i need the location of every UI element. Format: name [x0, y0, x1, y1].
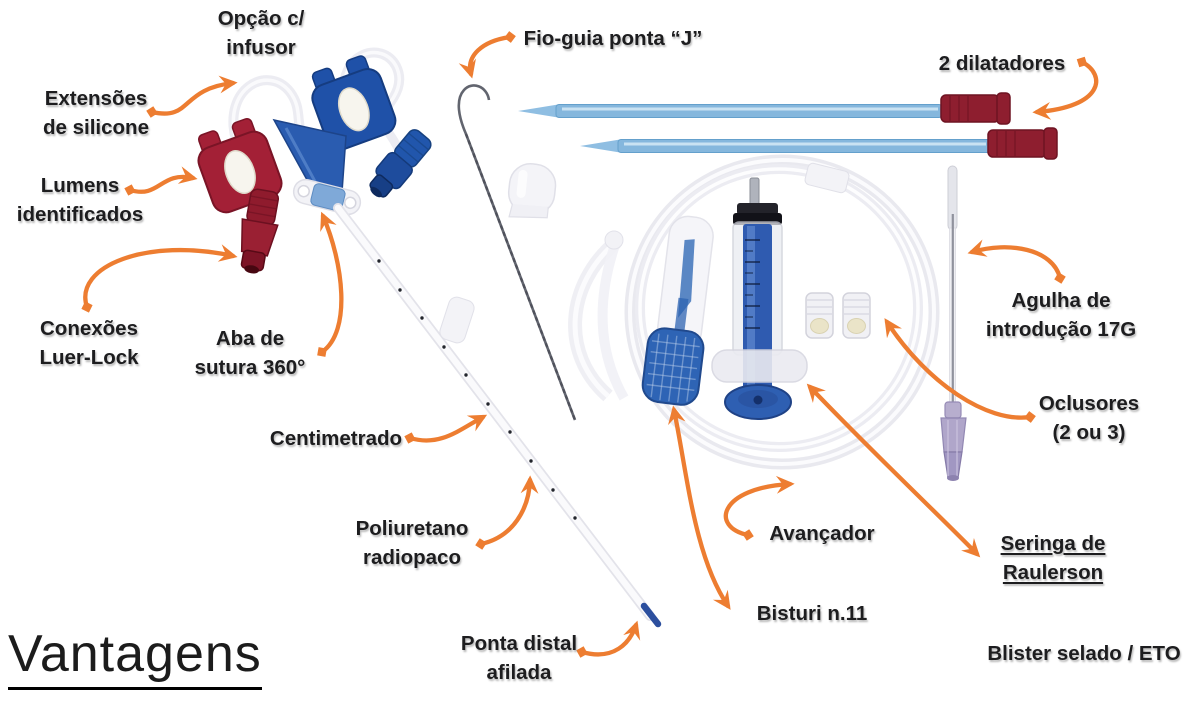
- arrow-aba-de-sutura: [317, 211, 344, 357]
- label-agulha-introducao-17g: Agulha de introdução 17G: [985, 289, 1137, 342]
- blue-lumen-clamp: [311, 55, 397, 151]
- scalpel: [641, 215, 714, 406]
- j-tip-guidewire: [439, 84, 577, 421]
- label-poliuretano-radiopaco: Poliuretano radiopaco: [355, 517, 469, 570]
- blue-luer-connector: [369, 129, 432, 198]
- arrow-lumens-identificados: [124, 166, 198, 196]
- tubing-coil-advancer: [568, 154, 940, 470]
- arrow-bisturi: [668, 405, 731, 610]
- label-opcao-infusor: Opção c/ infusor: [217, 7, 305, 60]
- label-extensoes-silicone: Extensões de silicone: [43, 87, 149, 140]
- label-centimetrado: Centimetrado: [269, 427, 403, 450]
- dilator-1: [518, 92, 1011, 125]
- label-dois-dilatadores: 2 dilatadores: [938, 52, 1066, 75]
- distal-tip: [640, 602, 662, 628]
- arrow-agulha: [967, 239, 1066, 284]
- label-oclusores-2-ou-3: Oclusores (2 ou 3): [1038, 392, 1140, 445]
- occlusion-cap-1: [805, 292, 834, 339]
- arrow-centimetrado: [404, 414, 488, 444]
- arrow-ponta-distal: [576, 620, 641, 658]
- arrow-dilatadores: [1032, 56, 1099, 120]
- dilator-2: [580, 127, 1058, 160]
- callout-arrows: [81, 31, 1099, 658]
- label-avancador: Avançador: [769, 522, 875, 545]
- centimeter-marks: [377, 259, 577, 520]
- guidewire-cap: [507, 163, 557, 219]
- label-lumens-identificados: Lumens identificados: [16, 174, 144, 227]
- label-seringa-de-raulerson: Seringa de Raulerson: [1000, 532, 1106, 585]
- label-ponta-distal-afilada: Ponta distal afilada: [460, 632, 578, 685]
- label-blister-selado-eto: Blister selado / ETO: [987, 642, 1181, 665]
- label-conexoes-luer-lock: Conexões Luer-Lock: [39, 317, 139, 370]
- page-title: Vantagens: [8, 622, 262, 690]
- arrow-seringa-raulerson: [806, 383, 981, 558]
- occlusion-cap-2: [842, 292, 871, 339]
- label-aba-sutura-360: Aba de sutura 360°: [194, 327, 306, 380]
- arrow-extensoes-de-silicone: [146, 75, 238, 118]
- label-fio-guia-ponta-j: Fio-guia ponta “J”: [523, 27, 703, 50]
- dual-lumen-catheter: [197, 47, 662, 628]
- introducer-needle: [940, 165, 967, 481]
- raulerson-syringe: [711, 177, 808, 420]
- red-luer-connector: [240, 188, 280, 274]
- label-bisturi-n11: Bisturi n.11: [756, 602, 868, 625]
- arrow-fio-guia: [458, 31, 516, 79]
- arrow-poliuretano: [475, 475, 539, 550]
- arrow-conexoes-luer-lock: [81, 244, 238, 313]
